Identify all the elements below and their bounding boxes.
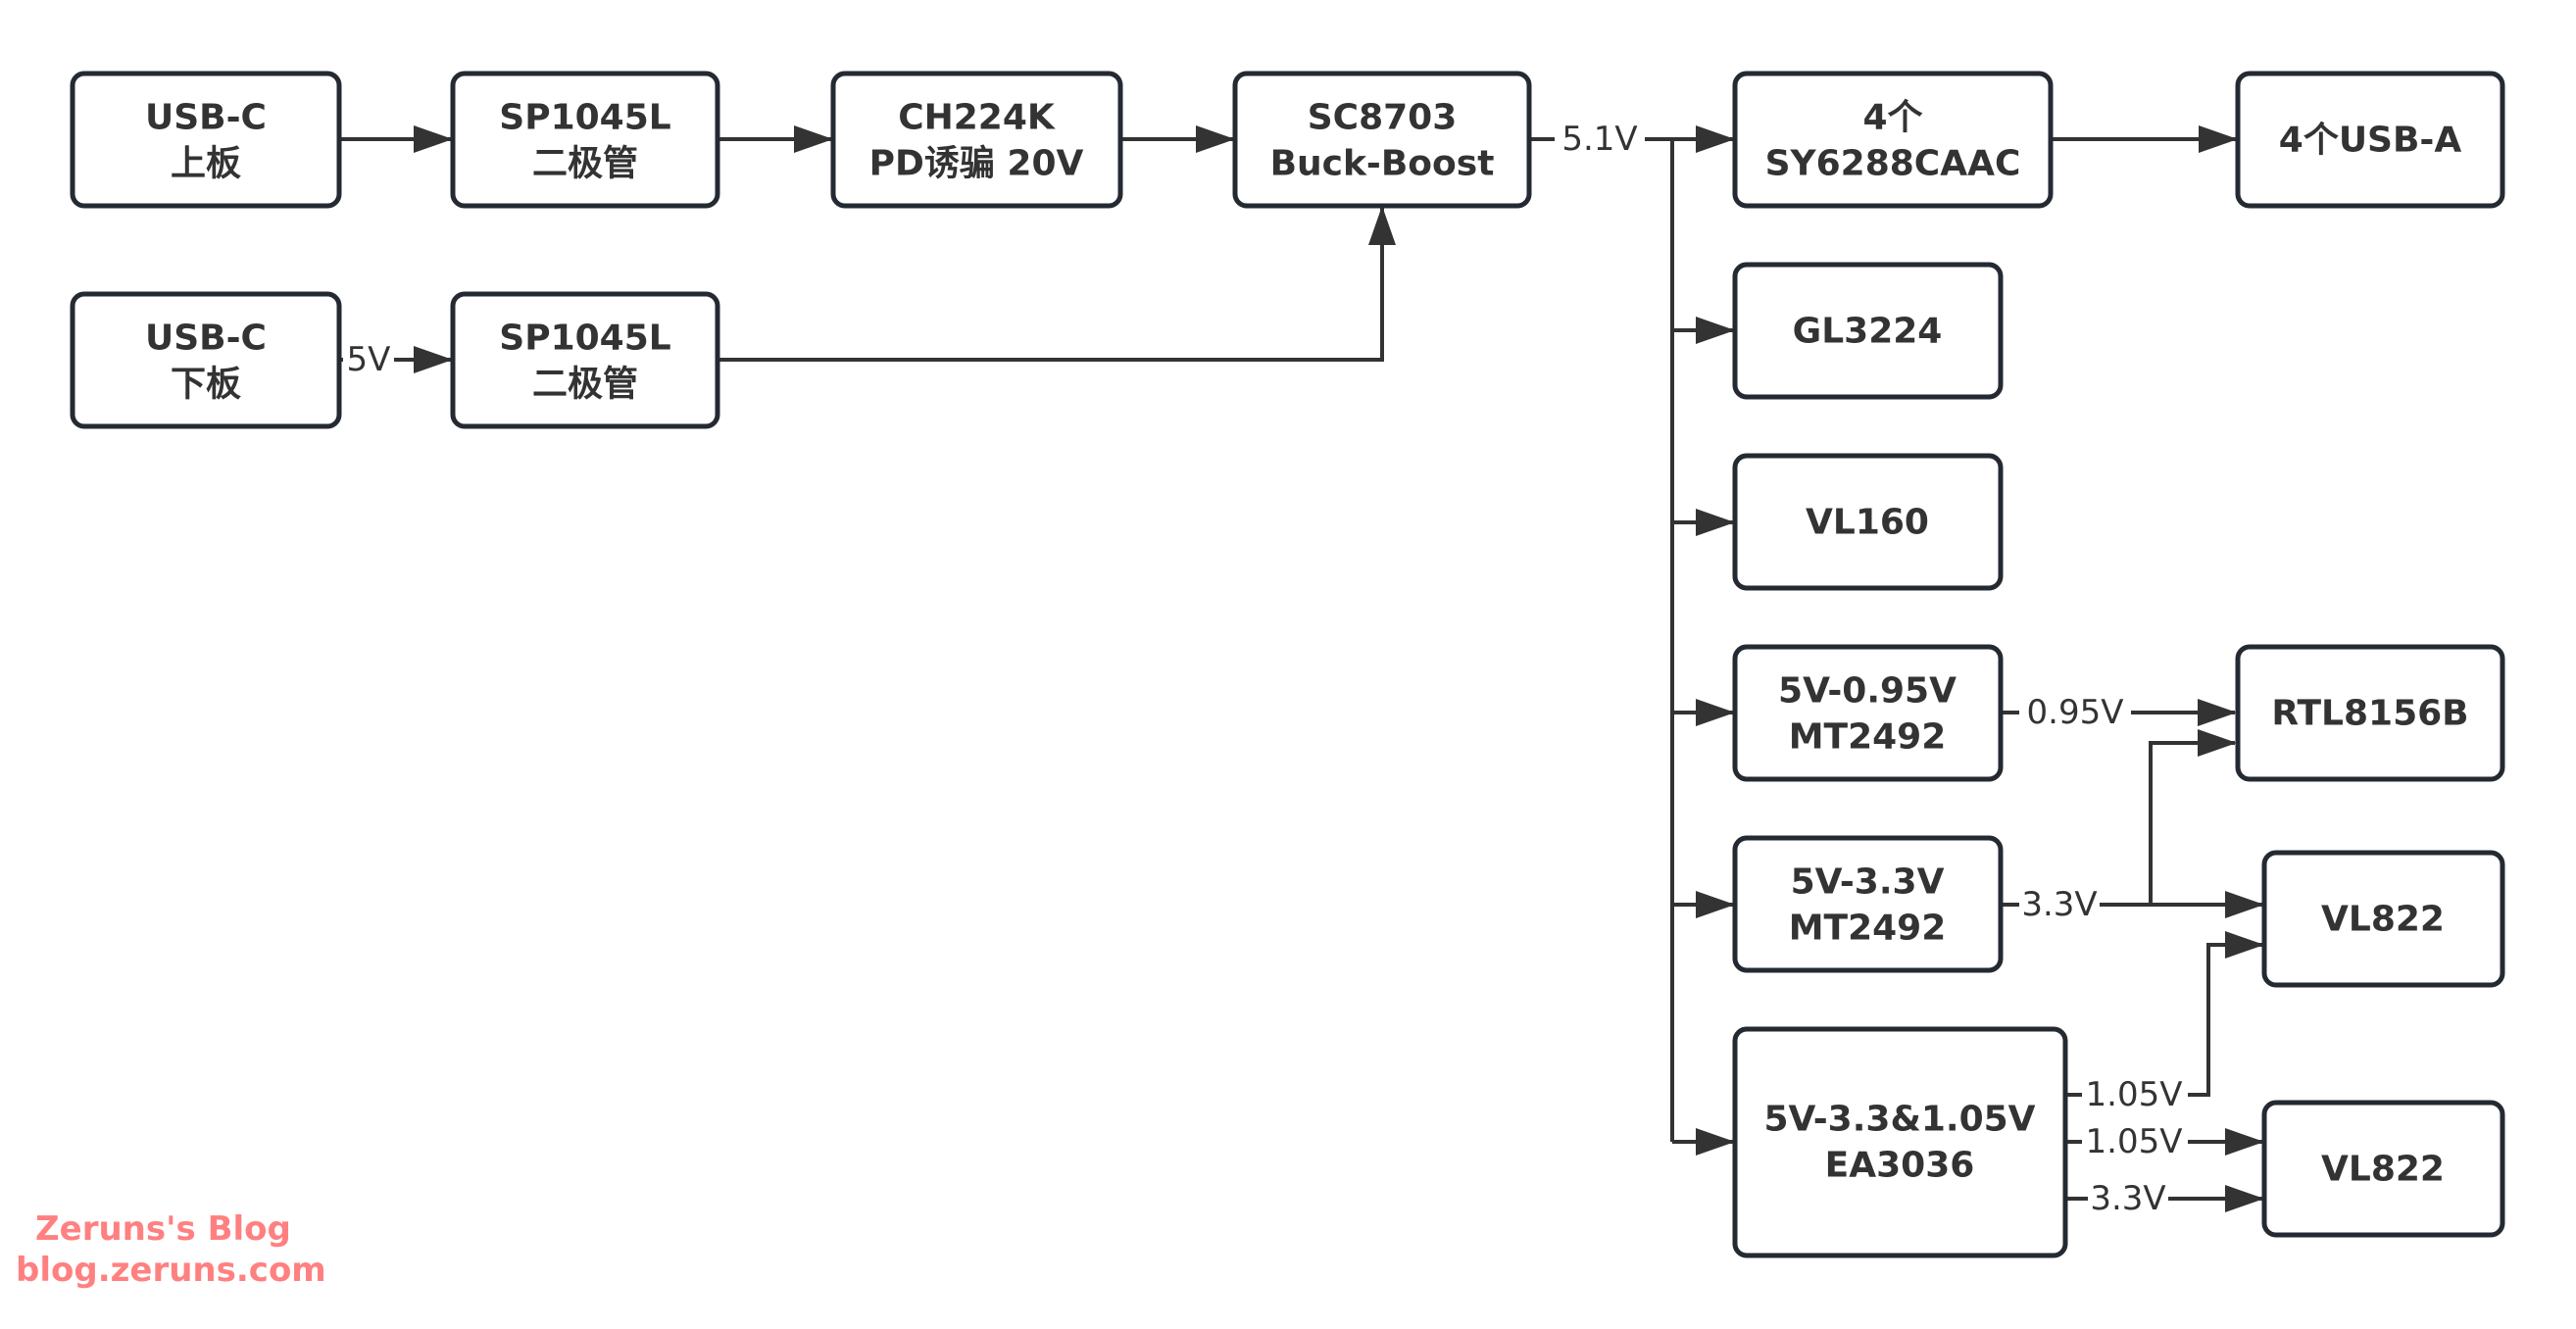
node-label-line: SP1045L — [499, 98, 670, 138]
node-label-line: 4个USB-A — [2279, 121, 2462, 161]
nodes: USB-C 上板 SP1045L 二极管 CH224K PD诱骗 20V SC8… — [70, 71, 2505, 1258]
node-gl3224[interactable]: GL3224 — [1732, 262, 2004, 400]
node-vl822-b[interactable]: VL822 — [2261, 1100, 2505, 1238]
node-label-line: SC8703 — [1308, 98, 1458, 138]
node-label-line: 5V-3.3&1.05V — [1763, 1100, 2035, 1140]
watermark-blog-name: Zeruns's Blog — [35, 1209, 291, 1249]
node-label-line: 5V-3.3V — [1791, 862, 1945, 903]
edge-e14 — [2149, 729, 2237, 905]
node-label-line: MT2492 — [1789, 717, 1947, 758]
node-label-line: SY6288CAAC — [1765, 144, 2021, 184]
node-label-line: VL822 — [2321, 1150, 2445, 1190]
edge-label-e4: 5V — [343, 338, 394, 381]
node-label-line: 下板 — [171, 365, 241, 405]
node-sc8703[interactable]: SC8703 Buck-Boost — [1232, 71, 1532, 209]
node-label-line: SP1045L — [499, 319, 670, 359]
node-ea3036[interactable]: 5V-3.3&1.05V EA3036 — [1732, 1026, 2068, 1258]
edge-label-text: 1.05V — [2086, 1122, 2183, 1161]
node-label-line: Buck-Boost — [1270, 144, 1495, 184]
edge-label-text: 1.05V — [2086, 1075, 2183, 1114]
node-label-line: 二极管 — [532, 365, 638, 405]
node-sp1045l-bottom[interactable]: SP1045L 二极管 — [450, 291, 720, 429]
node-vl160[interactable]: VL160 — [1732, 453, 2004, 591]
node-usbc-bottom[interactable]: USB-C 下板 — [70, 291, 342, 429]
edge-label-e17: 1.05V — [2082, 1120, 2188, 1163]
node-mt2492-095[interactable]: 5V-0.95V MT2492 — [1732, 644, 2004, 782]
edge-label-e18: 3.3V — [2088, 1177, 2168, 1220]
node-label-line: PD诱骗 20V — [869, 144, 1084, 184]
node-label-line: USB-C — [145, 319, 267, 359]
edge-label-text: 5V — [347, 340, 391, 379]
node-ch224k[interactable]: CH224K PD诱骗 20V — [830, 71, 1123, 209]
edge-label-text: 5.1V — [1561, 120, 1637, 159]
node-label-line: 二极管 — [532, 144, 638, 184]
edge-label-text: 3.3V — [2090, 1179, 2165, 1218]
edge-e5 — [718, 206, 1396, 362]
edge-labels: 5V 5.1V 0.95V 3.3V 1.05V 1.05V 3.3V — [343, 118, 2188, 1220]
node-usbc-top[interactable]: USB-C 上板 — [70, 71, 342, 209]
edge-label-text: 3.3V — [2021, 885, 2097, 924]
node-usba[interactable]: 4个USB-A — [2235, 71, 2505, 209]
node-label-line: MT2492 — [1789, 909, 1947, 949]
node-label-line: VL822 — [2321, 900, 2445, 940]
node-rtl8156b[interactable]: RTL8156B — [2235, 644, 2505, 782]
node-label-line: RTL8156B — [2271, 694, 2468, 734]
node-label-line: VL160 — [1806, 503, 1929, 543]
node-label-line: USB-C — [145, 98, 267, 138]
node-label-line: 上板 — [171, 144, 241, 184]
node-vl822-a[interactable]: VL822 — [2261, 850, 2505, 988]
watermark-blog-url: blog.zeruns.com — [16, 1251, 326, 1290]
edge-label-e15: 3.3V — [2019, 883, 2100, 926]
node-label-line: EA3036 — [1825, 1146, 1975, 1186]
edge-label-e6: 5.1V — [1555, 118, 1645, 161]
edge-e16 — [2065, 931, 2264, 1097]
node-sy6288[interactable]: 4个 SY6288CAAC — [1732, 71, 2054, 209]
edge-label-text: 0.95V — [2027, 693, 2124, 732]
node-mt2492-33[interactable]: 5V-3.3V MT2492 — [1732, 835, 2004, 973]
node-label-line: CH224K — [898, 98, 1056, 138]
node-sp1045l-top[interactable]: SP1045L 二极管 — [450, 71, 720, 209]
node-label-line: GL3224 — [1793, 312, 1943, 352]
node-label-line: 5V-0.95V — [1778, 671, 1957, 712]
node-label-line: 4个 — [1862, 98, 1922, 138]
edge-label-e13: 0.95V — [2019, 691, 2131, 734]
edge-label-e16: 1.05V — [2082, 1073, 2188, 1116]
